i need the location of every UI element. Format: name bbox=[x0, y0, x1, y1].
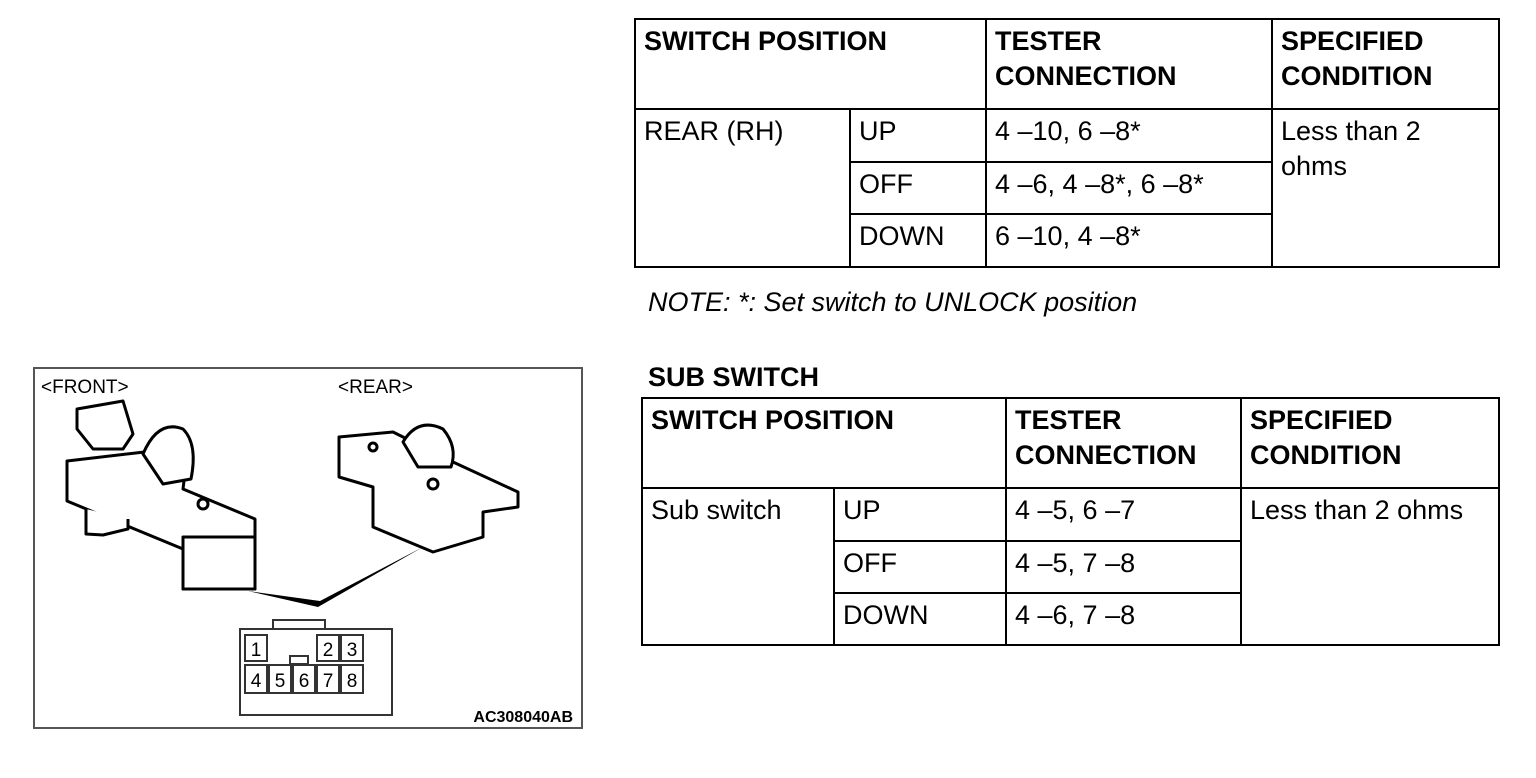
rear-switch-table: SWITCH POSITION TESTER CONNECTION SPECIF… bbox=[634, 18, 1500, 268]
pin-1: 1 bbox=[251, 640, 262, 661]
pin-5: 5 bbox=[275, 671, 286, 692]
pin-2: 2 bbox=[323, 640, 334, 661]
condition-cell: Less than 2 ohms bbox=[1240, 487, 1500, 646]
rear-switch-illustration bbox=[337, 423, 520, 554]
position-cell: DOWN bbox=[833, 592, 1007, 646]
header-specified-condition: SPECIFIED CONDITION bbox=[1240, 397, 1500, 489]
header-switch-position: SWITCH POSITION bbox=[641, 397, 1007, 489]
rear-label: <REAR> bbox=[338, 377, 413, 398]
header-tester-connection: TESTER CONNECTION bbox=[1005, 397, 1242, 489]
header-specified-condition: SPECIFIED CONDITION bbox=[1271, 18, 1500, 110]
connection-cell: 4 –6, 7 –8 bbox=[1005, 592, 1242, 646]
pin-6: 6 bbox=[299, 671, 310, 692]
pin-3: 3 bbox=[347, 640, 358, 661]
position-cell: DOWN bbox=[849, 213, 987, 268]
front-switch-illustration bbox=[65, 399, 257, 591]
front-label: <FRONT> bbox=[41, 377, 129, 398]
group-cell: REAR (RH) bbox=[634, 108, 851, 268]
pin-4: 4 bbox=[251, 671, 262, 692]
figure-code: AC308040AB bbox=[473, 709, 573, 726]
connection-cell: 4 –10, 6 –8* bbox=[985, 108, 1273, 163]
switch-connector-diagram: <FRONT> <REAR> 1 2 3 4 5 6 7 8 AC308040A… bbox=[33, 367, 583, 729]
group-cell: Sub switch bbox=[641, 487, 835, 646]
pin-7: 7 bbox=[323, 671, 334, 692]
header-switch-position: SWITCH POSITION bbox=[634, 18, 987, 110]
connection-cell: 4 –5, 7 –8 bbox=[1005, 540, 1242, 594]
pin-8: 8 bbox=[347, 671, 358, 692]
connection-cell: 4 –6, 4 –8*, 6 –8* bbox=[985, 161, 1273, 215]
pointer-arrows bbox=[248, 547, 423, 607]
sub-switch-title: SUB SWITCH bbox=[648, 362, 819, 392]
position-cell: OFF bbox=[849, 161, 987, 215]
position-cell: UP bbox=[833, 487, 1007, 542]
note: NOTE: *: Set switch to UNLOCK position bbox=[648, 287, 1138, 317]
connection-cell: 4 –5, 6 –7 bbox=[1005, 487, 1242, 542]
connection-cell: 6 –10, 4 –8* bbox=[985, 213, 1273, 268]
sub-switch-table: SWITCH POSITION TESTER CONNECTION SPECIF… bbox=[641, 397, 1500, 646]
condition-cell: Less than 2 ohms bbox=[1271, 108, 1500, 268]
position-cell: UP bbox=[849, 108, 987, 163]
header-tester-connection: TESTER CONNECTION bbox=[985, 18, 1273, 110]
connector bbox=[239, 619, 393, 716]
position-cell: OFF bbox=[833, 540, 1007, 594]
pin-numbers: 1 2 3 4 5 6 7 8 bbox=[251, 640, 358, 692]
